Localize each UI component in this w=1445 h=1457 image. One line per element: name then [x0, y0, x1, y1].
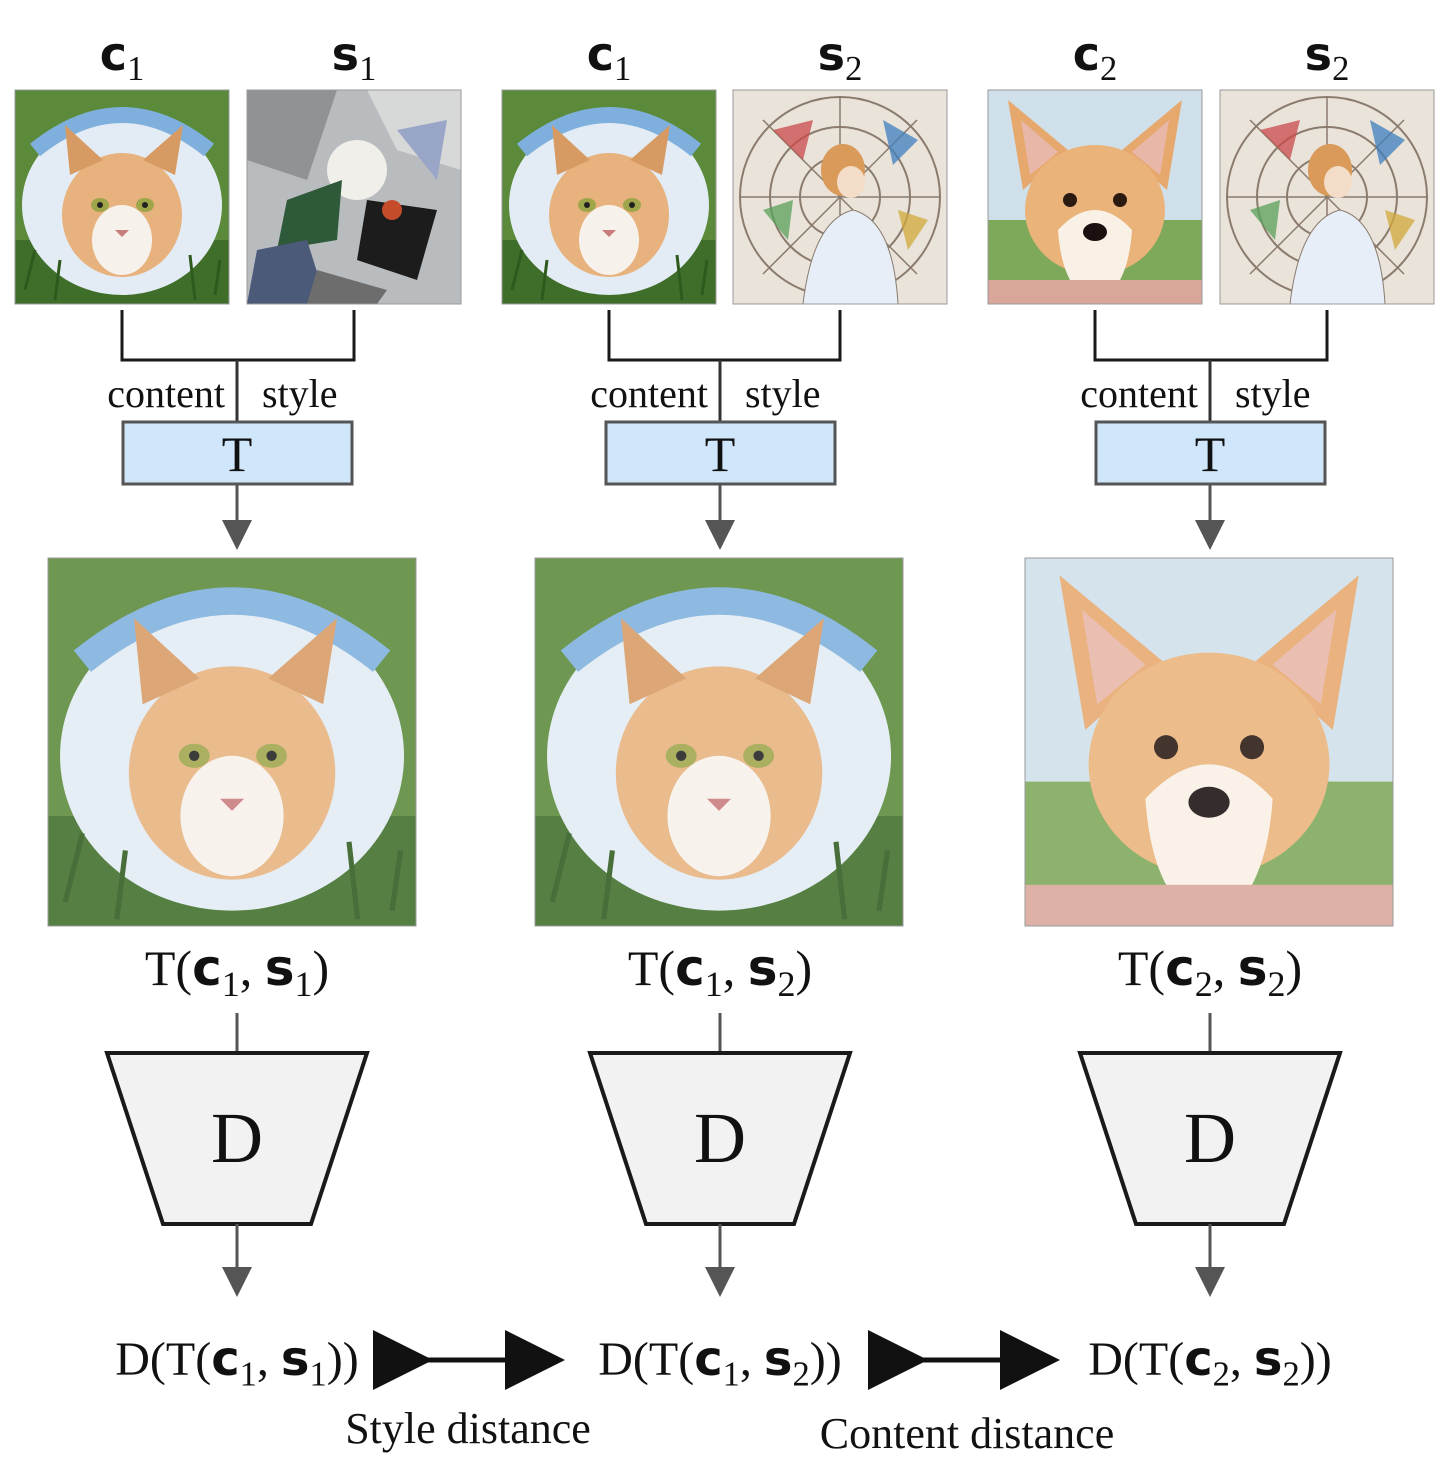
transfer-network-label: T — [222, 426, 253, 482]
transfer-network-label: T — [705, 426, 736, 482]
style-image — [732, 89, 948, 305]
content-image-label: c1 — [100, 27, 145, 88]
embedding-label: D(T(c1, s2)) — [598, 1331, 842, 1394]
style-image-label: s1 — [332, 27, 377, 88]
content-image — [15, 90, 229, 304]
embedding-label: D(T(c2, s2)) — [1088, 1331, 1332, 1394]
input-bracket — [1093, 310, 1329, 362]
content-word: content — [590, 371, 708, 416]
transfer-network-label: T — [1195, 426, 1226, 482]
content-image-label: c1 — [587, 27, 632, 88]
content-image-label: c2 — [1073, 27, 1118, 88]
transfer-network-box — [121, 420, 354, 486]
discriminator-block — [104, 1051, 370, 1226]
style-image — [1219, 89, 1435, 305]
discriminator-block — [1077, 1051, 1343, 1226]
output-label: T(c1, s1) — [145, 939, 329, 1004]
discriminator-label: D — [694, 1098, 746, 1178]
style-distance-label: Style distance — [345, 1404, 591, 1453]
discriminator-label: D — [211, 1098, 263, 1178]
embedding-label: D(T(c1, s1)) — [115, 1331, 359, 1394]
content-image — [988, 90, 1202, 304]
discriminator-label: D — [1184, 1098, 1236, 1178]
style-word: style — [262, 371, 338, 416]
content-distance-label: Content distance — [820, 1409, 1115, 1457]
style-image — [247, 90, 461, 304]
input-bracket — [120, 310, 356, 362]
input-bracket — [607, 310, 842, 362]
content-image — [502, 90, 716, 304]
content-word: content — [107, 371, 225, 416]
output-label: T(c2, s2) — [1118, 939, 1302, 1004]
style-image-label: s2 — [1305, 27, 1350, 88]
style-word: style — [745, 371, 821, 416]
discriminator-block — [587, 1051, 853, 1226]
content-word: content — [1080, 371, 1198, 416]
style-image-label: s2 — [818, 27, 863, 88]
output-label: T(c1, s2) — [628, 939, 812, 1004]
style-word: style — [1235, 371, 1311, 416]
